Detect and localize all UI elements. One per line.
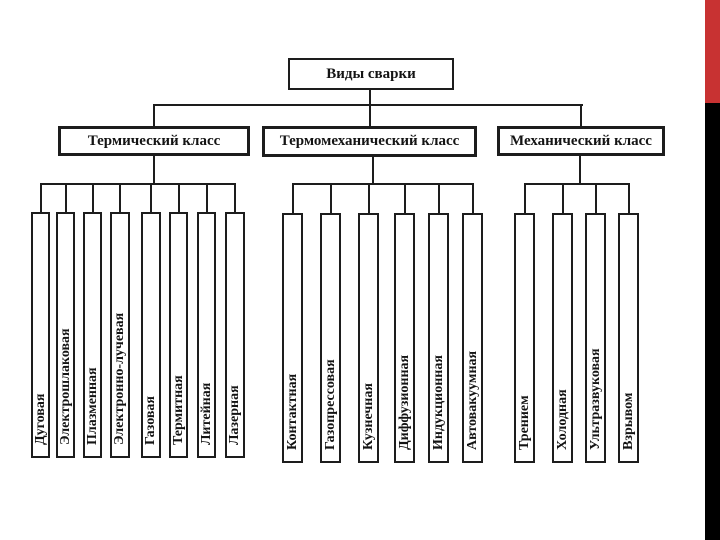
type-label: Контактная	[284, 373, 300, 450]
type-box-gazovaya: Газовая	[141, 212, 161, 458]
connector-line	[178, 183, 180, 213]
type-label: Ультразвуковая	[587, 348, 603, 450]
connector-line	[580, 104, 582, 127]
connector-line	[92, 183, 94, 213]
right-black-bar	[705, 0, 720, 540]
type-label: Лазерная	[227, 385, 242, 445]
type-label: Диффузионная	[396, 354, 412, 450]
connector-line	[150, 183, 152, 213]
type-label: Литейная	[198, 382, 214, 445]
connector-line	[292, 183, 294, 214]
type-box-plazmennaya: Плазменная	[83, 212, 102, 458]
type-label: Газопрессовая	[322, 359, 338, 450]
connector-line	[438, 183, 440, 214]
connector-line	[154, 104, 583, 106]
connector-line	[404, 183, 406, 214]
connector-line	[40, 183, 236, 185]
connector-line	[234, 183, 236, 213]
type-box-avtovakuumnaya: Автовакуумная	[462, 213, 483, 463]
connector-line	[65, 183, 67, 213]
type-box-elektronno-luchevaya: Электронно-лучевая	[110, 212, 130, 458]
type-label: Плазменная	[84, 367, 100, 445]
type-box-vzryvom: Взрывом	[618, 213, 639, 463]
root-label: Виды сварки	[326, 65, 416, 82]
connector-line	[369, 104, 371, 127]
connector-line	[524, 183, 630, 185]
connector-line	[40, 183, 42, 213]
connector-line	[372, 156, 374, 185]
type-label: Электрошлаковая	[57, 328, 73, 445]
class-label: Термомеханический класс	[279, 133, 460, 149]
type-box-lazernaya: Лазерная	[225, 212, 245, 458]
red-accent-block	[705, 0, 720, 103]
connector-line	[119, 183, 121, 213]
type-label: Термитная	[170, 375, 186, 445]
type-box-kholodnaya: Холодная	[552, 213, 573, 463]
type-box-gazopressovaya: Газопрессовая	[320, 213, 341, 463]
connector-line	[330, 183, 332, 214]
type-box-diffuzionnaya: Диффузионная	[394, 213, 415, 463]
connector-line	[579, 155, 581, 185]
type-box-termitnaya: Термитная	[169, 212, 188, 458]
connector-line	[206, 183, 208, 213]
type-label: Автовакуумная	[464, 350, 480, 450]
type-box-elektroshlakovaya: Электрошлаковая	[56, 212, 75, 458]
connector-line	[562, 183, 564, 214]
connector-line	[292, 183, 474, 185]
connector-line	[153, 155, 155, 185]
type-label: Трением	[516, 395, 532, 450]
connector-line	[628, 183, 630, 214]
class-box-thermomechanical: Термомеханический класс	[262, 126, 477, 157]
connector-line	[368, 183, 370, 214]
type-label: Дуговая	[32, 393, 48, 445]
type-label: Холодная	[554, 389, 570, 450]
type-label: Индукционная	[430, 355, 446, 450]
class-box-mechanical: Механический класс	[497, 126, 665, 156]
class-label: Механический класс	[510, 132, 652, 149]
type-label: Кузнечная	[360, 383, 376, 450]
type-label: Электронно-лучевая	[112, 312, 127, 445]
type-box-ultrazvukovaya: Ультразвуковая	[585, 213, 606, 463]
class-label: Термический класс	[87, 132, 221, 149]
type-box-kontaktnaya: Контактная	[282, 213, 303, 463]
type-label: Газовая	[143, 395, 158, 445]
connector-line	[472, 183, 474, 214]
connector-line	[153, 104, 155, 127]
type-box-treniem: Трением	[514, 213, 535, 463]
root-box: Виды сварки	[288, 58, 454, 90]
connector-line	[595, 183, 597, 214]
type-label: Взрывом	[620, 392, 636, 450]
connector-line	[369, 90, 371, 106]
type-box-induktsionnaya: Индукционная	[428, 213, 449, 463]
type-box-dugovaya: Дуговая	[31, 212, 50, 458]
type-box-liteynaya: Литейная	[197, 212, 216, 458]
class-box-thermal: Термический класс	[58, 126, 250, 156]
connector-line	[524, 183, 526, 214]
type-box-kuznechnaya: Кузнечная	[358, 213, 379, 463]
